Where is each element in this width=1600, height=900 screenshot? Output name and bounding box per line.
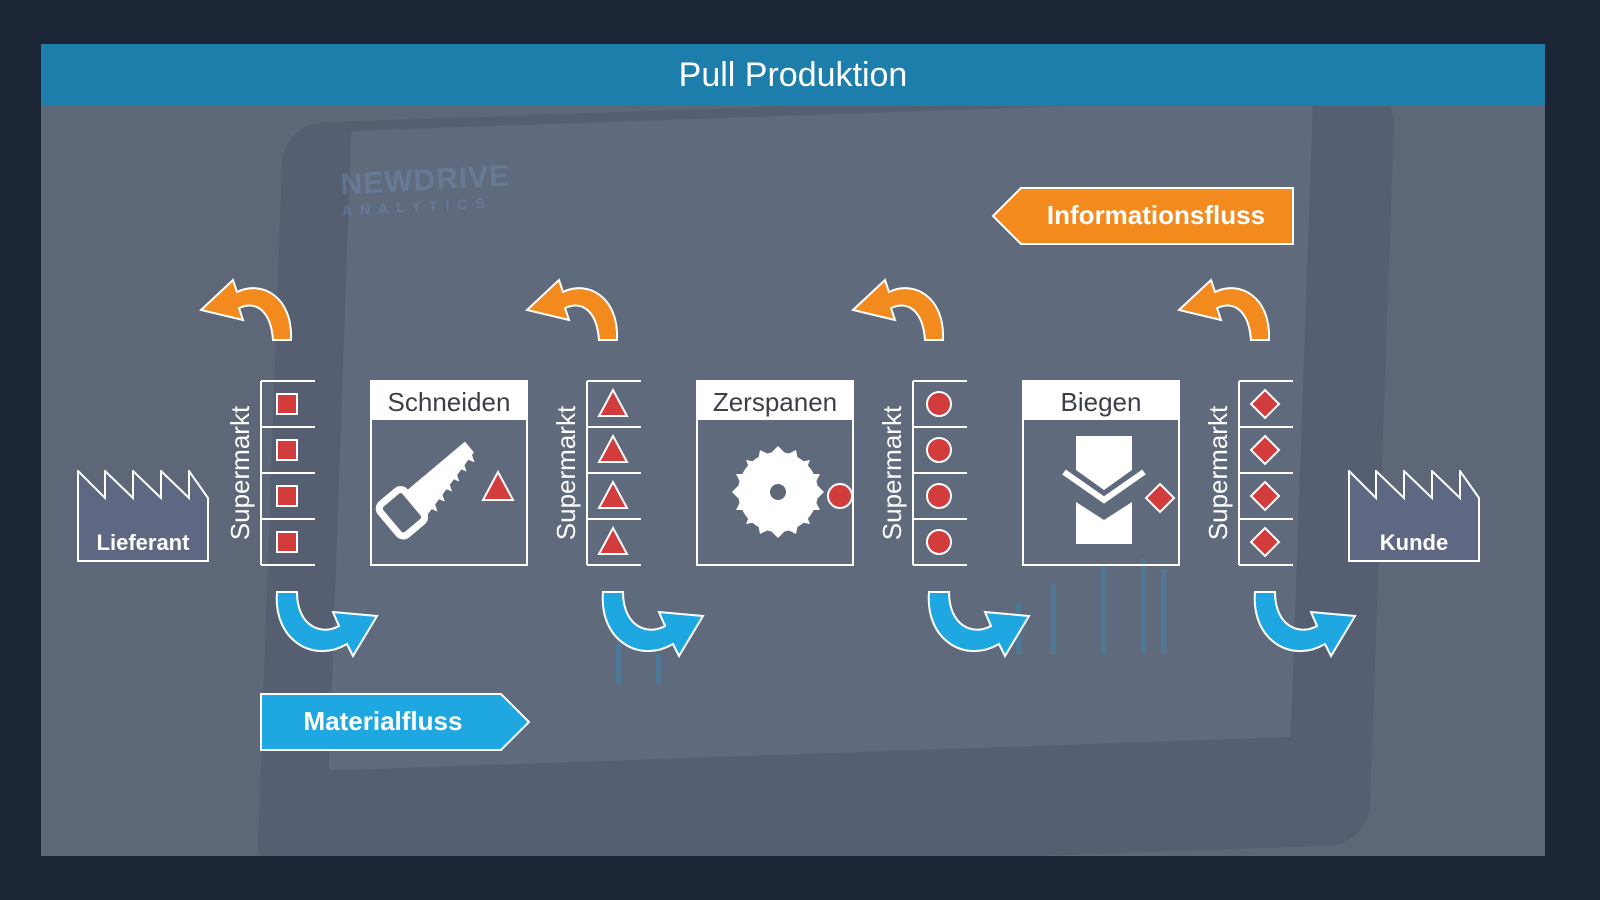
information-flow-curved-arrow [524,278,619,341]
process-biegen: Biegen [1022,380,1180,566]
factory-icon [1348,470,1480,562]
customer-factory: Kunde [1348,470,1480,570]
bending-press-icon [1062,436,1176,544]
slide: NEWDRIVE ANALYTICS Pull Produktion Infor… [41,44,1545,856]
information-flow-label: Informationsfluss [1046,200,1266,230]
diamond-symbol [1249,526,1281,558]
supermarket-diamonds [1237,380,1293,566]
supermarket-label: Supermarkt [877,405,907,541]
supermarket-squares [259,380,315,566]
material-flow-label: Materialfluss [303,706,463,736]
circle-symbol [926,483,952,509]
circle-symbol [926,529,952,555]
process-zerspanen: Zerspanen [696,380,854,566]
supermarket-label: Supermarkt [1203,405,1233,541]
diamond-symbol [1249,388,1281,420]
process-label: Zerspanen [698,382,852,420]
material-flow-curved-arrow [1253,591,1357,659]
circle-symbol [926,391,952,417]
information-flow-curved-arrow [198,278,293,341]
process-schneiden: Schneiden [370,380,528,566]
square-symbol [276,439,298,461]
information-flow-curved-arrow [1176,278,1271,341]
circle-symbol [926,437,952,463]
supplier-label: Lieferant [96,530,190,555]
supermarket-circles [911,380,967,566]
circle-symbol [827,483,852,509]
material-flow-curved-arrow [601,591,705,659]
information-flow-banner [991,187,1294,245]
material-flow-banner [260,693,531,751]
diamond-symbol [1144,482,1176,514]
triangle-symbol [597,479,629,509]
material-flow-curved-arrow [275,591,379,659]
information-flow-curved-arrow [850,278,945,341]
diamond-symbol [1249,434,1281,466]
supermarket-label: Supermarkt [225,405,255,541]
square-symbol [276,531,298,553]
supermarket-triangles [585,380,641,566]
factory-icon [77,470,209,562]
triangle-symbol [597,433,629,463]
triangle-symbol [597,525,629,555]
supermarket-label: Supermarkt [551,405,581,541]
saw-icon [375,441,515,540]
triangle-symbol [481,469,515,501]
process-label: Schneiden [372,382,526,420]
customer-label: Kunde [1379,530,1449,555]
diamond-symbol [1249,480,1281,512]
process-label: Biegen [1024,382,1178,420]
triangle-symbol [597,387,629,417]
supplier-factory: Lieferant [77,470,209,570]
page-title: Pull Produktion [41,44,1545,106]
square-symbol [276,485,298,507]
material-flow-curved-arrow [927,591,1031,659]
circular-saw-icon [732,446,852,538]
square-symbol [276,393,298,415]
